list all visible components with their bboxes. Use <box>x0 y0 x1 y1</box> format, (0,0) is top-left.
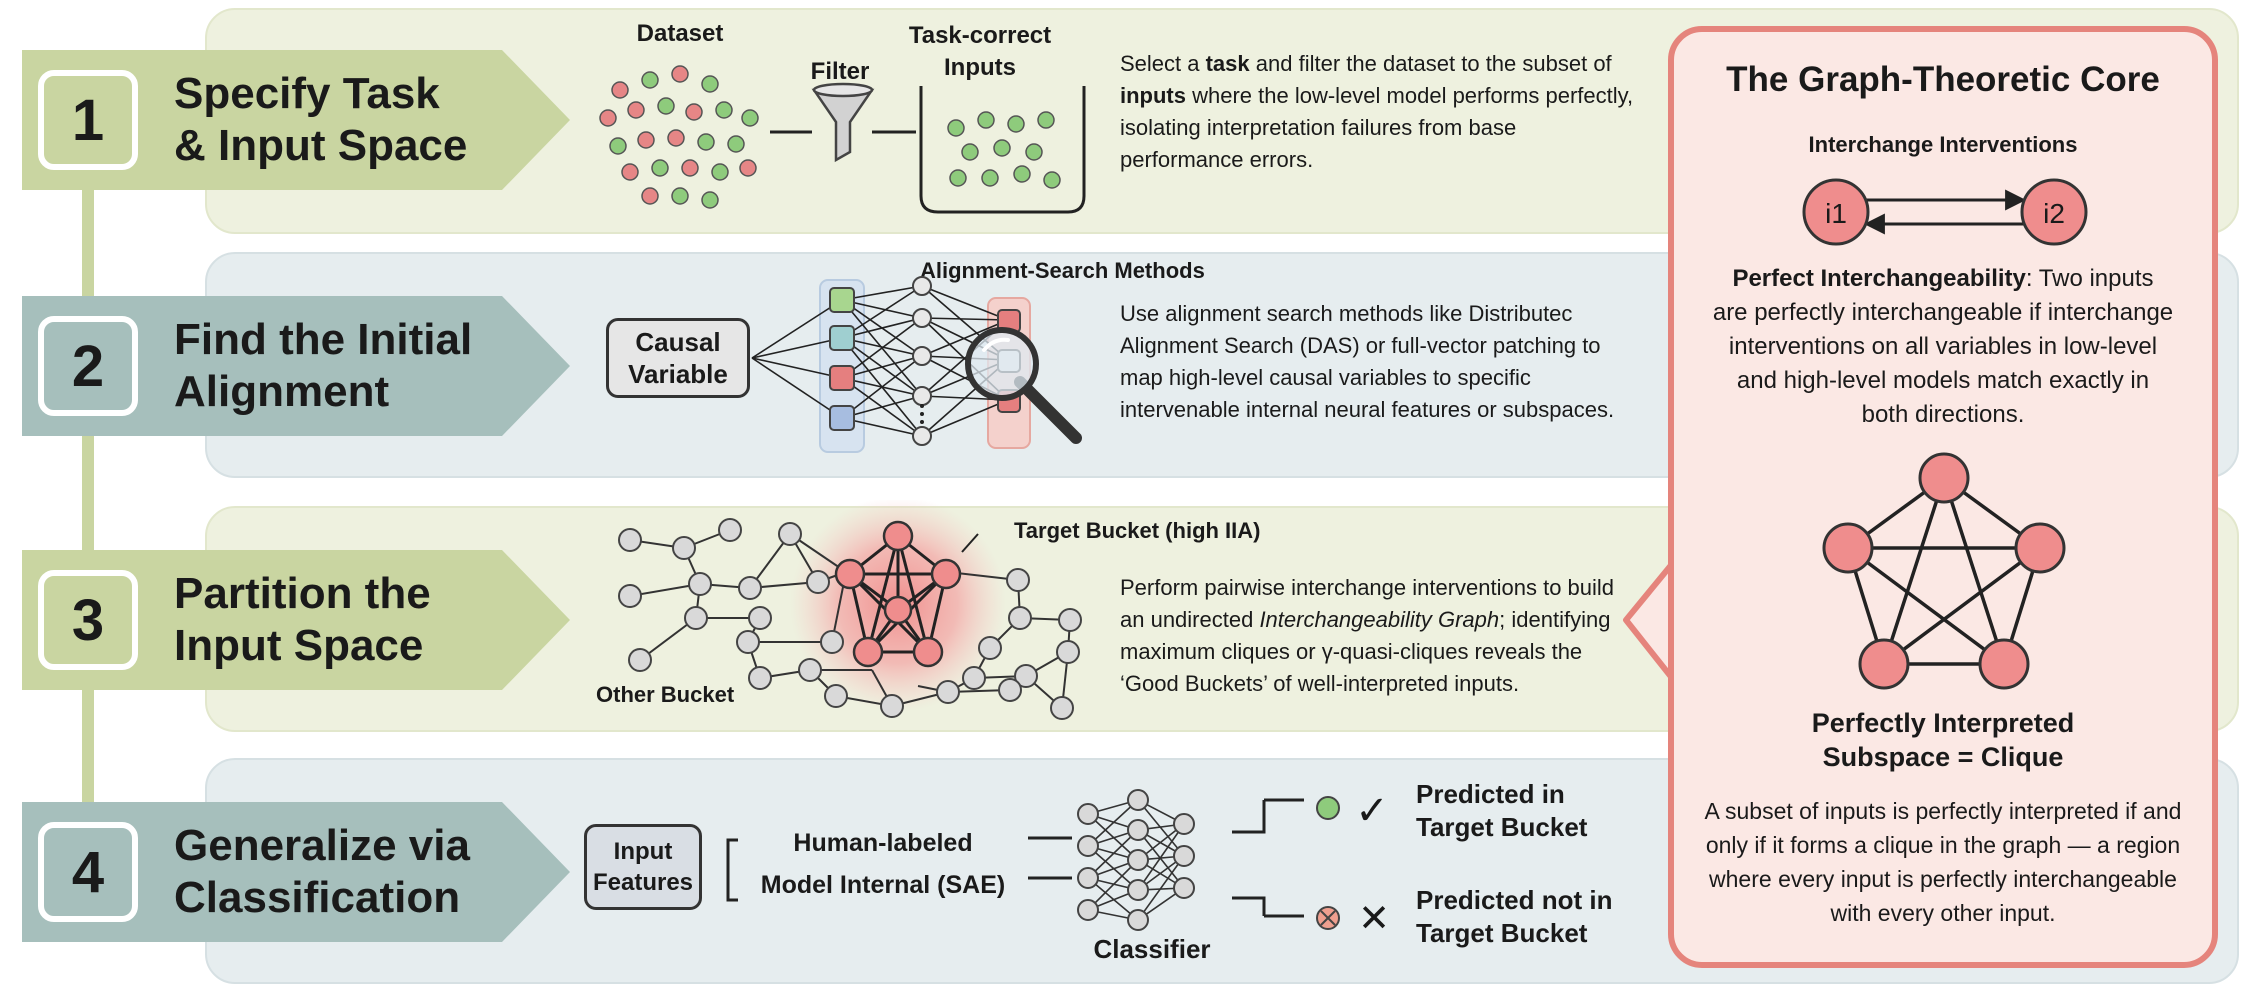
step2-title: Find the Initial Alignment <box>174 314 472 418</box>
alignment-methods-label: Alignment-Search Methods <box>920 258 1205 283</box>
step4-number: 4 <box>38 822 138 922</box>
interchange-interventions-label: Interchange Interventions <box>1808 132 2078 157</box>
step1-desc-inputs: inputs <box>1120 83 1186 108</box>
causal-variable-box: Causal Variable <box>606 318 750 398</box>
human-labeled-label: Human-labeled Model Internal (SAE) <box>748 822 1018 906</box>
cross-mark-icon: ✕ <box>1358 898 1390 940</box>
step2-description: Use alignment search methods like Distri… <box>1120 301 1615 422</box>
step3-number: 3 <box>38 570 138 670</box>
alignment-network <box>751 276 1082 453</box>
task-correct-container <box>919 86 1086 214</box>
step1-title-line2: & Input Space <box>174 121 468 170</box>
predicted-in-line2: Target Bucket <box>1416 812 1588 842</box>
node-i2-label: i2 <box>2043 198 2065 229</box>
perfect-interchangeability-term: Perfect Interchangeability <box>1732 265 2026 292</box>
step3-title-line2: Input Space <box>174 621 424 670</box>
feature-bracket <box>726 838 738 902</box>
predicted-not-in-label: Predicted not in Target Bucket <box>1416 884 1666 950</box>
human-labeled-line2: Model Internal (SAE) <box>760 871 1006 899</box>
filter-label: Filter <box>810 58 870 85</box>
step3-desc-post: ; identifying maximum cliques or γ-quasi… <box>1120 607 1611 696</box>
step2-chevron <box>22 296 570 436</box>
interchange-node-pair <box>1802 178 2088 246</box>
step1-number: 1 <box>38 70 138 170</box>
node-i1-label: i1 <box>1825 198 1847 229</box>
node-i2-circle <box>2020 178 2088 246</box>
step4-title: Generalize via Classification <box>174 820 470 924</box>
classifier-network <box>1028 789 1340 931</box>
filter-funnel-icon <box>770 82 916 163</box>
step1-chevron <box>22 50 570 190</box>
input-features-line1: Input <box>613 838 673 865</box>
perfect-interchangeability-text: Perfect Interchangeability: Two inputs a… <box>1712 262 2174 432</box>
predicted-out-line2: Target Bucket <box>1416 918 1588 948</box>
step4-chevron <box>22 802 570 942</box>
step3-chevron <box>22 550 570 690</box>
check-mark-icon: ✓ <box>1355 789 1389 833</box>
step1-desc-post: where the low-level model performs perfe… <box>1120 83 1634 172</box>
step3-title-line1: Partition the <box>174 569 431 618</box>
step4-title-line2: Classification <box>174 873 461 922</box>
human-labeled-line1: Human-labeled <box>793 829 973 857</box>
graph-theoretic-core-panel: The Graph-Theoretic Core Interchange Int… <box>1668 26 2218 968</box>
step1-title-line1: Specify Task <box>174 69 440 118</box>
clique-graph <box>1822 452 2066 690</box>
predicted-out-line1: Predicted not in <box>1416 885 1613 915</box>
causal-line2: Variable <box>628 359 728 389</box>
interchangeability-graph <box>618 500 1082 720</box>
core-title: The Graph-Theoretic Core <box>1726 60 2160 99</box>
step3-title: Partition the Input Space <box>174 568 431 672</box>
task-correct-line1: Task-correct <box>908 22 1052 49</box>
clique-description: A subset of inputs is perfectly interpre… <box>1704 798 2182 926</box>
step3-desc-pre: Perform pairwise interchange interventio… <box>1120 575 1615 632</box>
input-features-line2: Features <box>592 869 694 896</box>
step3-desc-graph: Interchangeability Graph <box>1259 607 1500 632</box>
step2-number: 2 <box>38 316 138 416</box>
node-i1-circle <box>1802 178 1870 246</box>
task-correct-line2: Inputs <box>944 54 1016 81</box>
step4-title-line1: Generalize via <box>174 821 470 870</box>
clique-title-line2: Subspace = Clique <box>1822 742 2064 772</box>
step2-title-line1: Find the Initial <box>174 315 473 364</box>
input-features-box: Input Features <box>584 824 702 910</box>
other-bucket-label: Other Bucket <box>596 682 735 707</box>
classifier-label: Classifier <box>1093 934 1211 964</box>
step1-desc-mid: and filter the dataset to the subset of <box>1249 51 1612 76</box>
task-correct-label: Task-correct Inputs <box>900 20 1060 84</box>
perfect-interchangeability-def: : Two inputs are perfectly interchangeab… <box>1712 265 2174 428</box>
predicted-in-line1: Predicted in <box>1416 779 1565 809</box>
step-connector-line <box>82 150 94 830</box>
clique-title: Perfectly Interpreted Subspace = Clique <box>1674 706 2212 774</box>
target-bucket-label: Target Bucket (high IIA) <box>1014 518 1261 543</box>
step1-title: Specify Task & Input Space <box>174 68 467 172</box>
step1-desc-task: task <box>1205 51 1250 76</box>
dataset-dot-cloud <box>599 65 759 209</box>
dataset-label: Dataset <box>636 20 724 47</box>
predicted-in-label: Predicted in Target Bucket <box>1416 778 1656 844</box>
step3-description: Perform pairwise interchange interventio… <box>1120 572 1640 700</box>
clique-title-line1: Perfectly Interpreted <box>1811 708 2075 738</box>
causal-line1: Causal <box>635 327 721 357</box>
step2-title-line2: Alignment <box>174 367 390 416</box>
step1-desc-pre: Select a <box>1120 51 1206 76</box>
step1-description: Select a task and filter the dataset to … <box>1120 48 1640 176</box>
